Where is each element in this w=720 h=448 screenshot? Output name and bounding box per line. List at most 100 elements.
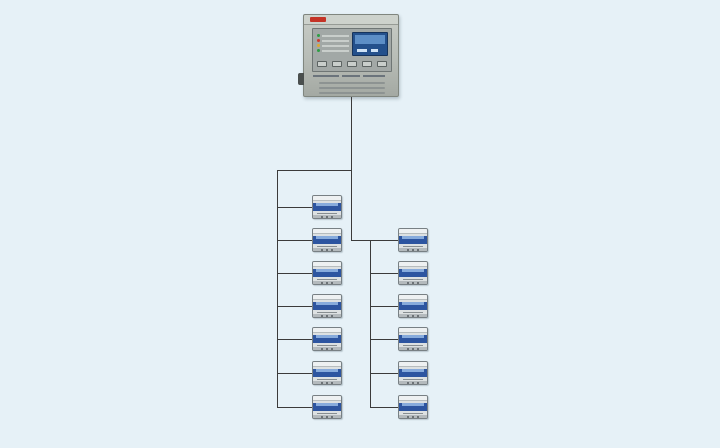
detector-top-strip — [313, 396, 341, 401]
detector-display-line — [316, 203, 338, 206]
detector-display-line — [402, 403, 424, 406]
detector-display-band — [313, 403, 341, 411]
lcd-screen — [355, 35, 385, 44]
detector-terminal-strip — [399, 314, 427, 317]
status-led-block — [317, 33, 349, 55]
detector-module-left-3 — [312, 261, 342, 285]
detector-module-left-7 — [312, 395, 342, 419]
detector-display-band — [399, 269, 427, 277]
left-stub-5 — [277, 339, 312, 340]
status-led-label — [322, 49, 349, 52]
detector-display-line — [402, 302, 424, 305]
detector-display-line — [316, 302, 338, 305]
main-extension-line — [351, 170, 352, 240]
model-label-strip — [313, 74, 391, 78]
left-stub-4 — [277, 306, 312, 307]
status-led-icon — [317, 39, 320, 42]
detector-display-band — [399, 302, 427, 310]
right-stub-2 — [370, 273, 398, 274]
detector-display-band — [399, 369, 427, 377]
detector-top-strip — [313, 196, 341, 201]
detector-terminal-strip — [399, 381, 427, 384]
detector-terminal-strip — [399, 415, 427, 418]
detector-terminal-strip — [399, 347, 427, 350]
panel-button — [317, 61, 327, 67]
detector-terminal-strip — [313, 415, 341, 418]
panel-button — [362, 61, 372, 67]
detector-module-right-1 — [398, 228, 428, 252]
controller-drop-line — [351, 97, 352, 170]
left-stub-3 — [277, 273, 312, 274]
right-stub-6 — [370, 407, 398, 408]
controller-front-panel — [312, 28, 392, 72]
vent-slot — [319, 87, 385, 89]
detector-terminal-strip — [313, 314, 341, 317]
detector-terminal-strip — [399, 281, 427, 284]
control-buttons — [317, 60, 387, 68]
status-led-row — [317, 43, 349, 48]
detector-module-left-2 — [312, 228, 342, 252]
detector-display-band — [313, 203, 341, 211]
status-led-icon — [317, 34, 320, 37]
left-stub-7 — [277, 407, 312, 408]
detector-display-line — [316, 403, 338, 406]
status-led-icon — [317, 49, 320, 52]
detector-terminal-strip — [313, 347, 341, 350]
detector-display-line — [402, 236, 424, 239]
detector-module-left-1 — [312, 195, 342, 219]
panel-button — [377, 61, 387, 67]
status-led-label — [322, 34, 349, 37]
status-led-icon — [317, 44, 320, 47]
detector-terminal-strip — [313, 381, 341, 384]
detector-top-strip — [399, 229, 427, 234]
detector-top-strip — [399, 396, 427, 401]
status-led-label — [322, 39, 349, 42]
detector-terminal-strip — [313, 281, 341, 284]
detector-display-band — [399, 335, 427, 343]
model-text-dash — [342, 75, 360, 77]
detector-terminal-strip — [399, 248, 427, 251]
detector-display-band — [313, 302, 341, 310]
detector-top-strip — [313, 328, 341, 333]
detector-module-right-6 — [398, 395, 428, 419]
status-led-row — [317, 48, 349, 53]
right-branch-line — [351, 240, 398, 241]
detector-display-band — [313, 236, 341, 244]
right-stub-3 — [370, 306, 398, 307]
lcd-digit-segment — [371, 49, 378, 52]
detector-top-strip — [313, 229, 341, 234]
lcd-digit-segment — [357, 49, 367, 52]
detector-display-band — [313, 335, 341, 343]
model-text-dash — [313, 75, 339, 77]
right-stub-4 — [370, 339, 398, 340]
right-stub-5 — [370, 373, 398, 374]
detector-display-band — [313, 269, 341, 277]
left-stub-2 — [277, 240, 312, 241]
status-led-row — [317, 38, 349, 43]
panel-button — [332, 61, 342, 67]
detector-display-band — [313, 369, 341, 377]
detector-display-line — [402, 369, 424, 372]
detector-display-line — [402, 269, 424, 272]
brand-logo-icon — [310, 17, 326, 22]
detector-display-line — [316, 269, 338, 272]
detector-display-line — [316, 236, 338, 239]
detector-display-band — [399, 236, 427, 244]
detector-module-left-5 — [312, 327, 342, 351]
panel-button — [347, 61, 357, 67]
controller-top-strip — [304, 15, 398, 25]
left-stub-1 — [277, 207, 312, 208]
left-stub-6 — [277, 373, 312, 374]
detector-terminal-strip — [313, 215, 341, 218]
model-text-dash — [363, 75, 385, 77]
vent-slot — [319, 92, 385, 94]
detector-display-band — [399, 403, 427, 411]
side-connector — [298, 73, 304, 85]
right-bus-line — [370, 240, 371, 407]
detector-top-strip — [313, 262, 341, 267]
detector-top-strip — [399, 328, 427, 333]
detector-display-line — [316, 369, 338, 372]
gas-alarm-controller — [298, 14, 399, 97]
detector-module-left-4 — [312, 294, 342, 318]
